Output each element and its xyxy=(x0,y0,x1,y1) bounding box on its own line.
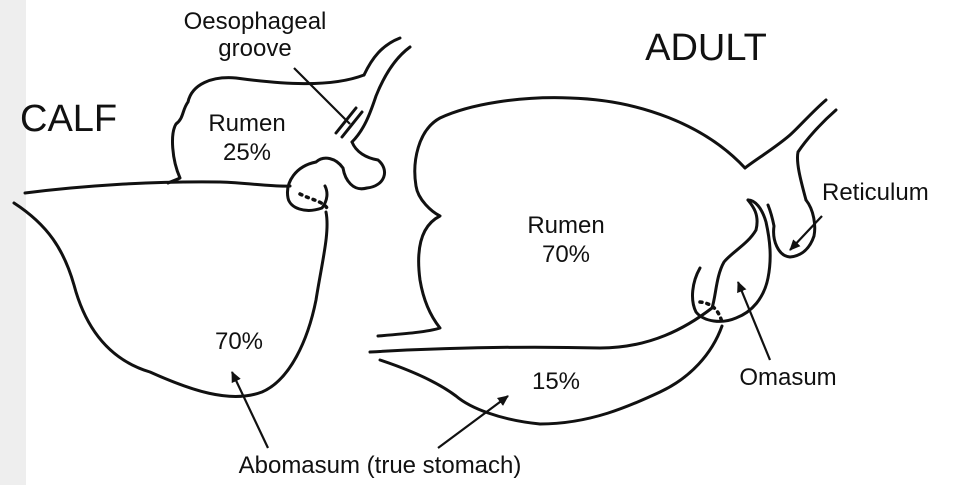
adult-title: ADULT xyxy=(645,27,767,69)
reticulum-arrow xyxy=(790,216,822,250)
adult-oesophagus-outer xyxy=(745,100,826,168)
calf-rumen-percent: 25% xyxy=(223,139,271,166)
left-edge-shade xyxy=(0,0,26,485)
adult-rumen-percent: 70% xyxy=(542,241,590,268)
reticulum-label: Reticulum xyxy=(822,179,929,206)
oesophageal-groove-label-line1: Oesophageal xyxy=(184,8,327,35)
calf-reticulum-lobe xyxy=(288,142,385,210)
omasum-label: Omasum xyxy=(739,364,836,391)
adult-rumen-label: Rumen xyxy=(527,212,604,239)
omasum-arrow xyxy=(738,282,770,360)
calf-rumen-base-line xyxy=(25,182,290,193)
adult-stomach: ADULT Rumen 70% 15% Reticulum Omasum xyxy=(370,27,929,448)
calf-rumen-label: Rumen xyxy=(208,110,285,137)
adult-omasum-outline xyxy=(693,200,771,321)
oesophageal-groove-pointer xyxy=(294,68,350,124)
abomasum-caption: Abomasum (true stomach) xyxy=(239,452,522,479)
calf-oesophagus-outer xyxy=(364,38,400,75)
calf-abomasum-percent: 70% xyxy=(215,328,263,355)
oesophageal-groove-label-line2: groove xyxy=(218,35,291,62)
calf-oesophagus-inner xyxy=(352,47,410,142)
calf-abomasum-arrow xyxy=(232,372,268,448)
calf-title: CALF xyxy=(20,98,117,140)
calf-stomach: CALF Oesophageal groove Rumen 25% 70% xyxy=(14,8,410,448)
adult-abomasum-percent: 15% xyxy=(532,368,580,395)
adult-abomasum-arrow xyxy=(438,396,508,448)
calf-abomasum-outline xyxy=(14,203,327,396)
